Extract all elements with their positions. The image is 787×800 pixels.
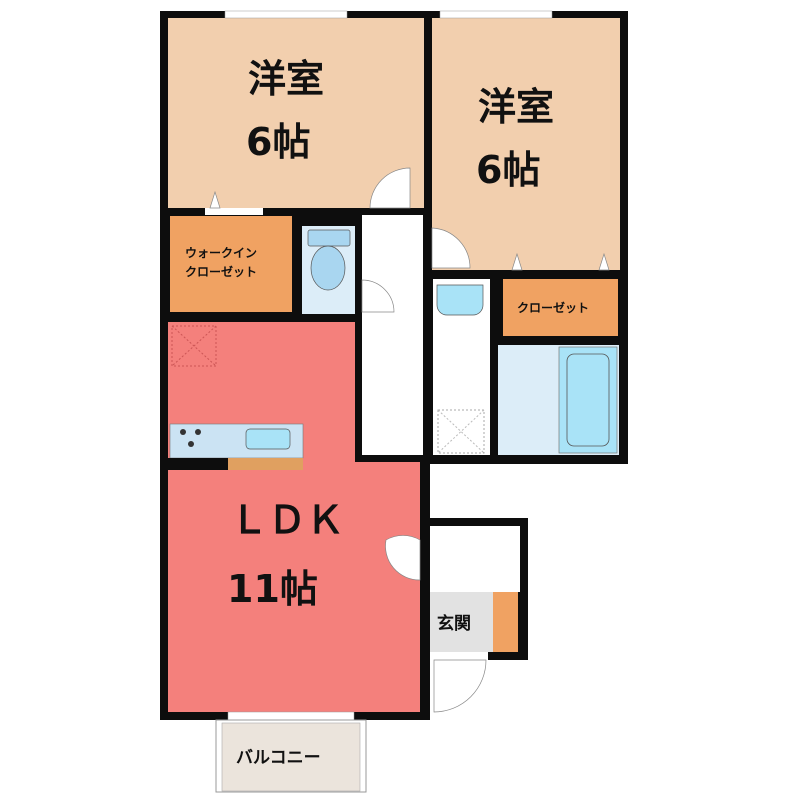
bedroom-2: 洋室 6帖	[431, 10, 620, 271]
toilet-icon	[310, 245, 346, 291]
walk-in-closet-label-1: ウォークイン	[185, 246, 257, 260]
bedroom-1-size: 6帖	[246, 120, 310, 164]
walk-in-closet: ウォークイン クローゼット	[170, 216, 292, 312]
bathtub-icon	[566, 353, 610, 447]
closet: クローゼット	[503, 279, 618, 336]
door-swing	[431, 227, 471, 269]
balcony: バルコニー	[215, 711, 367, 793]
washroom	[433, 279, 490, 455]
ldk-name: ＬＤＫ	[230, 498, 344, 542]
kitchen-sink-icon	[245, 428, 291, 450]
balcony-label: バルコニー	[236, 748, 321, 768]
closet-door	[205, 208, 263, 215]
ldk-size: 11帖	[227, 567, 318, 611]
stove-icon	[180, 429, 201, 447]
sink-icon	[436, 284, 484, 316]
entrance: 玄関	[430, 526, 520, 713]
bedroom-2-name: 洋室	[478, 85, 554, 129]
closet-label: クローゼット	[517, 300, 589, 315]
window	[227, 711, 355, 721]
toilet-tank-icon	[307, 229, 351, 247]
door-swing	[369, 167, 411, 209]
window	[439, 10, 553, 19]
ldk: ＬＤＫ 11帖	[168, 322, 421, 712]
walk-in-closet-label-2: クローゼット	[185, 264, 257, 279]
bathroom	[498, 345, 619, 455]
bedroom-1: 洋室 6帖	[168, 10, 424, 215]
front-door-swing	[433, 659, 487, 713]
entrance-label: 玄関	[437, 613, 471, 634]
storage-hatch	[171, 325, 217, 367]
door-swing	[385, 535, 421, 581]
bedroom-1-name: 洋室	[248, 57, 324, 101]
bedroom-2-size: 6帖	[476, 148, 540, 192]
window	[224, 10, 348, 19]
hallway	[361, 215, 423, 455]
toilet-room	[302, 226, 355, 314]
